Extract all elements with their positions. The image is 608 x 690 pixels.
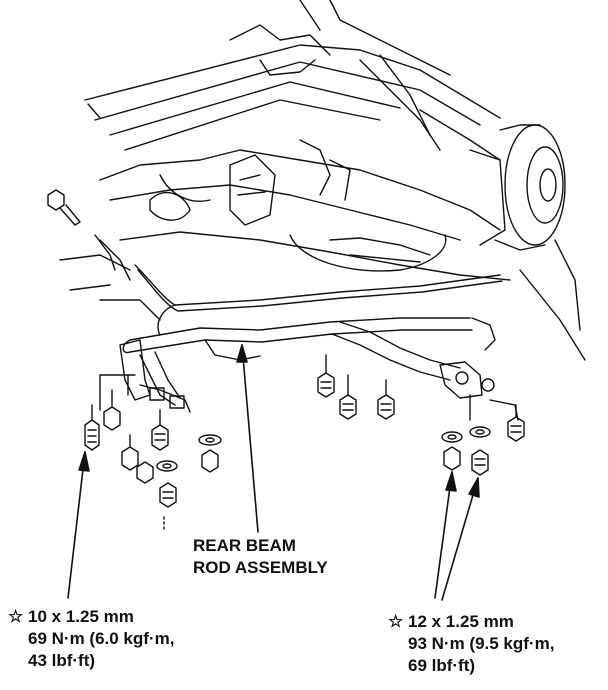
nut-icon (136, 461, 154, 484)
bolt-icon (151, 409, 169, 451)
bolt-icon (339, 374, 357, 420)
left-spec-torque1: 69 N·m (6.0 kgf·m, (28, 629, 175, 648)
brake-lines (99, 239, 503, 336)
nut-icon (121, 434, 139, 471)
right-spec-torque2: 69 lbf·ft) (408, 656, 476, 675)
nut-icon (443, 446, 461, 471)
bolt-icon (103, 389, 121, 431)
leader-lines (67, 344, 480, 601)
chassis-components (59, 139, 511, 321)
assembly-label-line1: REAR BEAM (193, 536, 296, 555)
right-spec-size-line: ☆12 x 1.25 mm (388, 611, 554, 633)
washer-icon (198, 434, 222, 446)
bolt-icon (84, 404, 100, 451)
rear-beam-rod (122, 317, 496, 406)
left-bracket (99, 339, 191, 413)
bolt-icon (471, 449, 489, 476)
bolt-icon (317, 354, 335, 398)
nut-icon (201, 449, 219, 473)
washer-icon (156, 460, 178, 472)
washer-icon (469, 426, 491, 438)
vehicle-body (84, 0, 501, 161)
fasteners (84, 354, 525, 508)
star-icon: ☆ (388, 612, 404, 631)
left-spec-size: 10 x 1.25 mm (28, 607, 134, 626)
wheel-hub (469, 124, 586, 361)
right-bracket (439, 361, 519, 421)
star-icon: ☆ (8, 607, 24, 626)
bolt-icon (47, 189, 116, 271)
right-torque-spec: ☆12 x 1.25 mm 93 N·m (9.5 kgf·m, 69 lbf·… (388, 611, 554, 677)
right-spec-size: 12 x 1.25 mm (408, 612, 514, 631)
assembly-label-line2: ROD ASSEMBLY (193, 558, 328, 577)
bolt-icon (377, 379, 395, 420)
bolt-icon (159, 482, 177, 508)
bolt-icon (507, 404, 525, 442)
washer-icon (441, 431, 463, 443)
rear-beam-rod-assembly-label: REAR BEAM ROD ASSEMBLY (193, 535, 328, 579)
left-spec-torque2: 43 lbf·ft) (28, 651, 96, 670)
left-spec-size-line: ☆10 x 1.25 mm (8, 606, 174, 628)
left-torque-spec: ☆10 x 1.25 mm 69 N·m (6.0 kgf·m, 43 lbf·… (8, 606, 174, 672)
right-spec-torque1: 93 N·m (9.5 kgf·m, (408, 634, 555, 653)
